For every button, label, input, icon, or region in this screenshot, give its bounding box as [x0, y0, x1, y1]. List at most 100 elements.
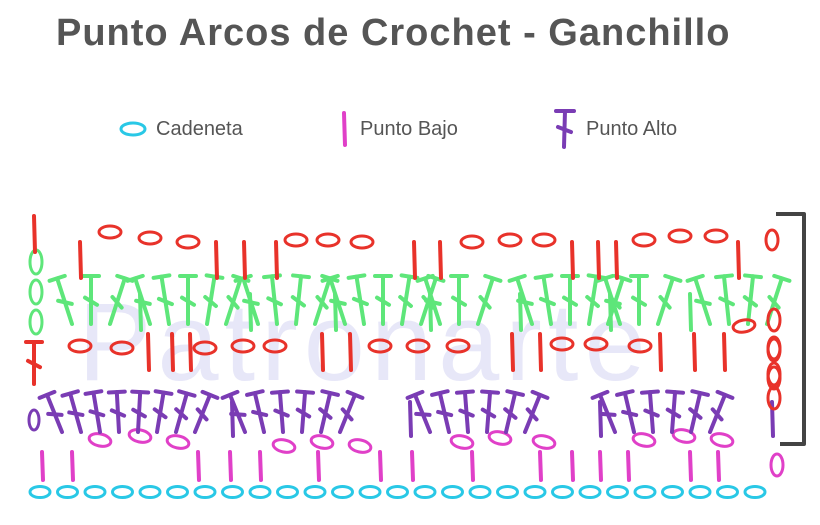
single-crochet-stitch — [242, 240, 247, 280]
foundation-chain-stitch — [303, 485, 327, 499]
double-crochet-stitch — [203, 273, 225, 326]
chain-stitch — [271, 438, 297, 454]
chain-stitch — [262, 338, 288, 354]
double-crochet-stitch — [60, 389, 85, 434]
turning-chain-stitch — [764, 228, 780, 252]
single-crochet-stitch — [598, 400, 603, 438]
double-crochet-stitch — [346, 273, 369, 326]
single-crochet-stitch — [70, 450, 75, 482]
single-crochet-stitch — [510, 332, 515, 372]
chain-stitch — [667, 228, 693, 244]
foundation-chain-stitch — [166, 485, 189, 499]
single-crochet-stitch — [428, 292, 433, 332]
single-crochet-stitch — [626, 450, 631, 482]
double-crochet-stitch — [449, 274, 469, 326]
chain-stitch — [445, 338, 471, 354]
chain-stitch — [87, 432, 113, 448]
single-crochet-stitch — [614, 240, 619, 280]
double-crochet-stitch — [665, 389, 686, 434]
chain-stitch — [671, 428, 697, 444]
single-crochet-stitch — [78, 240, 83, 280]
double-crochet-stitch — [503, 389, 525, 434]
chain-stitch — [497, 232, 523, 248]
turning-chain-stitch — [766, 385, 782, 411]
single-crochet-stitch — [736, 240, 741, 280]
single-crochet-stitch — [716, 450, 721, 482]
single-crochet-stitch — [598, 450, 603, 482]
foundation-chain-stitch — [578, 485, 602, 499]
single-crochet-stitch — [570, 240, 575, 280]
chain-stitch — [531, 232, 557, 248]
legend-label-double-crochet: Punto Alto — [586, 117, 678, 140]
foundation-chain-stitch — [468, 485, 492, 499]
legend-item-single-crochet: Punto Bajo — [336, 106, 458, 152]
single-crochet-stitch — [214, 240, 219, 280]
chain-stitch — [67, 338, 93, 354]
chain-stitch — [367, 338, 393, 354]
legend-item-chain: Cadeneta — [118, 106, 243, 152]
double-crochet-stitch — [685, 273, 712, 326]
single-crochet-stitch — [196, 450, 201, 482]
double-crochet-stitch — [178, 274, 198, 326]
single-crochet-stitch — [658, 332, 663, 372]
chain-stitch — [631, 432, 657, 448]
single-crochet-stitch — [410, 450, 415, 482]
single-crochet-stitch — [596, 240, 601, 280]
chain-stitch — [192, 340, 218, 356]
foundation-chain-stitch — [413, 485, 437, 499]
double-crochet-stitch — [688, 389, 710, 434]
double-crochet-stitch — [37, 389, 64, 434]
chain-stitch — [583, 336, 609, 352]
single-crochet-stitch — [518, 292, 523, 332]
turning-chain-stitch — [28, 308, 44, 336]
double-crochet-stitch — [480, 389, 501, 434]
single-crochet-stitch — [378, 450, 383, 482]
single-crochet-stitch — [722, 332, 727, 372]
foundation-chain-stitch — [551, 485, 574, 499]
double-crochet-stitch — [24, 340, 44, 386]
double-crochet-stitch — [708, 389, 735, 434]
chain-stitch — [165, 434, 191, 450]
chain-stitch — [627, 338, 653, 354]
foundation-chain-stitch — [661, 485, 684, 499]
double-crochet-stitch — [714, 273, 735, 326]
chain-stitch — [449, 434, 475, 450]
single-crochet-stitch — [228, 450, 233, 482]
chain-stitch — [309, 434, 335, 450]
chain-stitch — [631, 232, 657, 248]
foundation-chain-stitch — [83, 485, 107, 499]
double-crochet-stitch — [405, 389, 432, 434]
single-crochet-stitch — [40, 450, 45, 482]
double-crochet-stitch — [590, 389, 617, 434]
chain-stitch — [315, 232, 341, 248]
foundation-chain-stitch — [496, 485, 519, 499]
chain-stitch — [549, 336, 575, 352]
chain-stitch — [283, 232, 309, 248]
single-crochet-stitch — [248, 292, 253, 332]
double-crochet-stitch — [629, 274, 649, 326]
page-title: Punto Arcos de Crochet - Ganchillo — [56, 12, 731, 54]
chain-stitch — [531, 434, 557, 450]
double-crochet-stitch — [430, 389, 454, 434]
legend-label-single-crochet: Punto Bajo — [360, 117, 458, 140]
double-crochet-stitch — [476, 273, 503, 326]
single-crochet-stitch — [538, 332, 543, 372]
foundation-chain-stitch — [716, 485, 739, 499]
chain-stitch-icon — [118, 119, 148, 139]
single-crochet-stitch — [470, 450, 475, 482]
chain-stitch — [347, 438, 373, 454]
double-crochet-stitch — [152, 389, 174, 434]
chain-stitch — [127, 428, 153, 444]
turning-chain-stitch — [766, 365, 782, 391]
turning-chain-stitch — [27, 408, 41, 432]
double-crochet-stitch — [338, 389, 365, 434]
turning-chain-stitch — [766, 335, 782, 361]
double-crochet-stitch — [656, 273, 683, 326]
single-crochet-stitch — [688, 292, 693, 332]
single-crochet-stitch — [438, 240, 443, 280]
double-crochet-stitch — [765, 273, 792, 326]
double-crochet-stitch — [373, 274, 393, 326]
double-crochet-stitch — [47, 273, 74, 326]
chain-stitch — [230, 338, 256, 354]
